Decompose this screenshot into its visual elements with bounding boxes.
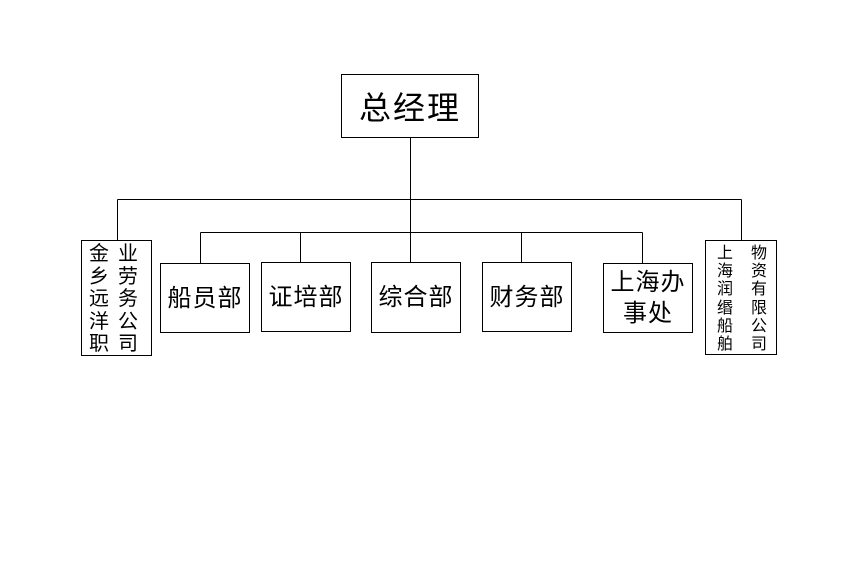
- department-box-shanghai-office: 上海办 事处: [603, 263, 693, 333]
- affiliate-box-left: 金乡远洋职 业劳务公司: [81, 240, 152, 356]
- department-label-line-1: 上海办: [610, 268, 686, 296]
- department-label: 证培部: [268, 282, 344, 311]
- affiliate-right-column-2: 物资有限公司: [751, 243, 768, 354]
- department-box-general-affairs: 综合部: [371, 262, 461, 333]
- department-box-certification: 证培部: [261, 262, 351, 332]
- department-label-line-2: 事处: [623, 299, 673, 327]
- affiliate-left-column-2: 业劳务公司: [118, 241, 138, 355]
- department-box-crew: 船员部: [160, 263, 250, 333]
- general-manager-label: 总经理: [358, 89, 461, 127]
- department-box-finance: 财务部: [482, 262, 572, 332]
- affiliate-box-right: 上海润缗船舶 物资有限公司: [705, 240, 777, 355]
- department-label: 船员部: [167, 283, 243, 312]
- affiliate-right-column-1: 上海润缗船舶: [717, 243, 734, 354]
- affiliate-left-column-1: 金乡远洋职: [89, 241, 109, 355]
- department-label: 综合部: [378, 283, 454, 311]
- general-manager-box: 总经理: [341, 74, 479, 138]
- department-label: 财务部: [489, 282, 565, 311]
